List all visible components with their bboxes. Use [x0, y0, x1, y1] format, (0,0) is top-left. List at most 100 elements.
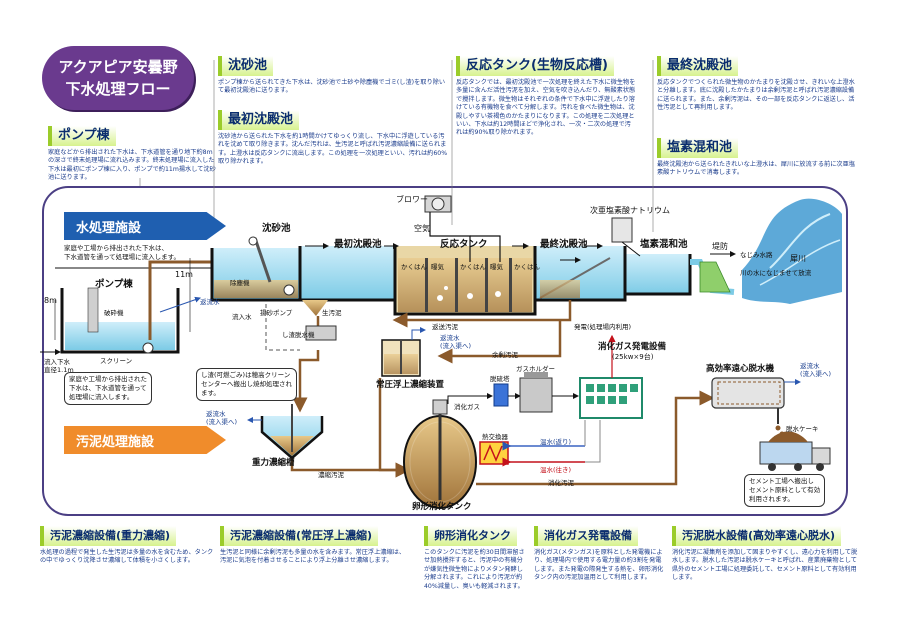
reaction-section: 反応タンク(生物反応槽) 反応タンクでは、最初沈殿池で一次処理を終えた下水に微生… [456, 54, 636, 138]
label-screenings-dewaterer: し渣脱水機 [282, 331, 315, 339]
label-primary-clarifier: 最初沈殿池 [334, 239, 382, 250]
label-gen-title: 消化ガス発電設備 [598, 342, 667, 352]
label-gravity-thickener: 重力濃縮槽 [252, 458, 295, 468]
label-mixer-3: かくはん [514, 263, 540, 271]
final-heading: 最終沈殿池 [657, 56, 739, 76]
primary-clarifier-basin [298, 246, 397, 316]
label-depth-8m: 8m [44, 296, 57, 305]
label-aeration-2: 曝気 [490, 263, 503, 271]
reaction-desc: 反応タンクでは、最初沈殿池で一次処理を終えた下水に微生物を多量に含んだ活性汚泥を… [456, 79, 636, 137]
primary-heading: 最初沈殿池 [218, 110, 300, 130]
title-line-1: アクアピア安曇野 [58, 58, 178, 76]
gravity-section: 汚泥濃縮設備(重力濃縮) 水処理の過程で発生した生汚泥は多量の水を含むため、タン… [40, 524, 216, 566]
label-return-flow-daf: 返流水 (流入渠へ) [440, 334, 472, 350]
river-graphic [742, 198, 842, 304]
gravity-thickener-basin [260, 404, 411, 478]
grit-section: 沈砂池 ポンプ棟から送られてきた下水は、沈砂池で土砂や除塵機でゴミ(し渣)を取り… [218, 54, 448, 96]
heat-exchanger-graphic [479, 441, 509, 465]
dewatering-section: 汚泥脱水設備(高効率遠心脱水) 消化汚泥に凝集剤を添加して固まりやすくし、遠心力… [672, 524, 860, 583]
label-dust-remover: 除塵機 [230, 279, 250, 287]
pump-section: ポンプ棟 家庭などから排出された下水は、下水道管を通り地下約8mの深さで終末処理… [48, 124, 218, 183]
floatation-heading: 汚泥濃縮設備(常圧浮上濃縮) [220, 526, 379, 546]
truck-graphic [759, 431, 831, 471]
grit-chamber-basin [210, 236, 302, 302]
label-raw-sludge: 生汚泥 [322, 309, 342, 317]
diagram-frame [42, 186, 848, 516]
cake-drops [773, 425, 785, 441]
reaction-heading: 反応タンク(生物反応槽) [456, 56, 614, 76]
label-chlorine-tank: 塩素混和池 [640, 239, 688, 250]
final-section: 最終沈殿池 反応タンクでつくられた微生物のかたまりを沈殿させ、きれいな上澄水と分… [657, 54, 857, 113]
floatation-section: 汚泥濃縮設備(常圧浮上濃縮) 生汚泥と同様に余剰汚泥も多量の水を含みます。常圧浮… [220, 524, 410, 566]
raw-sludge-to-thickener [292, 350, 320, 413]
label-river-note: 川の水になじませて放流 [740, 269, 812, 277]
label-return-sludge: 返送汚泥 [432, 323, 458, 331]
label-height-11m: 11m [175, 270, 193, 279]
label-embankment: 堤防 [712, 242, 728, 251]
label-influent: 流入下水 直径1.1m [44, 358, 74, 374]
label-centrifuge: 高効率遠心脱水機 [706, 364, 775, 374]
label-mixer-1: かくはん [401, 263, 427, 271]
desulfurizer-graphic [493, 383, 509, 407]
note-screenings: し渣(可燃ごみ)は穂高クリーン センターへ搬出し焼却処理され ます。 [196, 368, 297, 401]
dewatering-heading: 汚泥脱水設備(高効率遠心脱水) [672, 526, 842, 546]
pump-desc: 家庭などから排出された下水は、下水道管を通り地下約8mの深さで終末処理場に流れ込… [48, 149, 216, 182]
label-grit-chamber: 沈砂池 [262, 223, 291, 234]
label-aeration-1: 曝気 [431, 263, 444, 271]
embankment [699, 261, 731, 293]
label-digested-sludge: 消化汚泥 [548, 479, 574, 487]
label-inflow-water: 流入水 [232, 313, 252, 321]
sludge-section-label: 汚泥処理施設 [76, 434, 155, 450]
label-mixer-2: かくはん [460, 263, 486, 271]
label-hypochlorite: 次亜塩素酸ナトリウム [590, 206, 670, 215]
generator-heat-lines [584, 420, 601, 463]
excess-sludge-pipe [437, 320, 562, 364]
digestion-section: 卵形消化タンク このタンクに汚泥を約30日間滞留させ加熱攪拌すると、汚泥中の有機… [424, 524, 528, 591]
chlorine-section: 塩素混和池 最終沈殿池から送られたきれいな上澄水は、犀川に放流する前に次亜塩素酸… [657, 136, 857, 178]
sludge-section-arrow: 汚泥処理施設 [64, 426, 226, 454]
screenings-dewaterer [265, 304, 337, 351]
label-heat-exchanger: 熱交換器 [482, 433, 508, 441]
leader-lines [139, 60, 654, 232]
return-sludge-pipe [392, 300, 572, 328]
label-nagomi: なじみ水路 [740, 251, 773, 259]
gas-holder-graphic [519, 372, 553, 413]
digestion-tank-graphic [403, 399, 477, 509]
gravity-heading: 汚泥濃縮設備(重力濃縮) [40, 526, 177, 546]
grit-desc: ポンプ棟から送られてきた下水は、沈砂池で土砂や除塵機でゴミ(し渣)を取り除いて最… [218, 79, 446, 95]
daf-return-water [411, 327, 426, 340]
label-blower: ブロワー [396, 195, 428, 204]
chlorine-heading: 塩素混和池 [657, 138, 739, 158]
label-screen: スクリーン [100, 357, 133, 365]
gas-line-1 [447, 393, 493, 404]
digestion-heading: 卵形消化タンク [424, 526, 517, 546]
gravity-desc: 水処理の過程で発生した生汚泥は多量の水を含むため、タンクの中でゆっくり沈降させ濃… [40, 549, 214, 565]
note-home-top: 家庭や工場から排出された下水は、 下水道管を通って処理場に流入します。 [64, 244, 181, 261]
label-pump-building: ポンプ棟 [95, 279, 133, 290]
label-crusher: 破砕機 [104, 309, 124, 317]
note-home-bottom: 家庭や工場から排出された 下水は、下水道管を通って 処理場に流入します。 [64, 372, 152, 405]
grit-heading: 沈砂池 [218, 56, 274, 76]
label-final-clarifier: 最終沈殿池 [540, 239, 588, 250]
primary-desc: 沈砂池から送られた下水を約1時間かけてゆっくり流し、下水中に浮遊している汚れを沈… [218, 133, 448, 166]
label-thickened-sludge: 濃縮汚泥 [318, 471, 344, 479]
reaction-tank-basin [393, 246, 537, 316]
pump-building [54, 287, 180, 354]
label-gas-holder: ガスホルダー [516, 365, 555, 373]
label-daf: 常圧浮上濃縮装置 [376, 380, 445, 390]
final-clarifier-basin [533, 246, 627, 302]
daf-unit [378, 339, 421, 478]
label-lift-pump: 揚砂ポンプ [260, 309, 293, 317]
label-digester-gas: 消化ガス [454, 403, 480, 411]
digested-sludge-pipe [476, 390, 715, 486]
label-gen-spec: (25kw×9台) [612, 353, 654, 361]
chlorine-basin [611, 217, 692, 296]
chlorine-desc: 最終沈殿池から送られたきれいな上澄水は、犀川に放流する前に次亜塩素酸ナトリウムで… [657, 161, 855, 177]
label-return-water-1: 返流水 [200, 298, 220, 306]
centrifuge-graphic [711, 377, 785, 424]
label-return-flow-thickener: 返流水 (流入渠へ) [206, 410, 238, 426]
cement-note: セメント工場へ搬出し セメント原料として有効 利用されます。 [744, 474, 826, 507]
label-digestion-tank: 卵形消化タンク [412, 502, 472, 512]
label-air: 空気 [414, 224, 430, 233]
